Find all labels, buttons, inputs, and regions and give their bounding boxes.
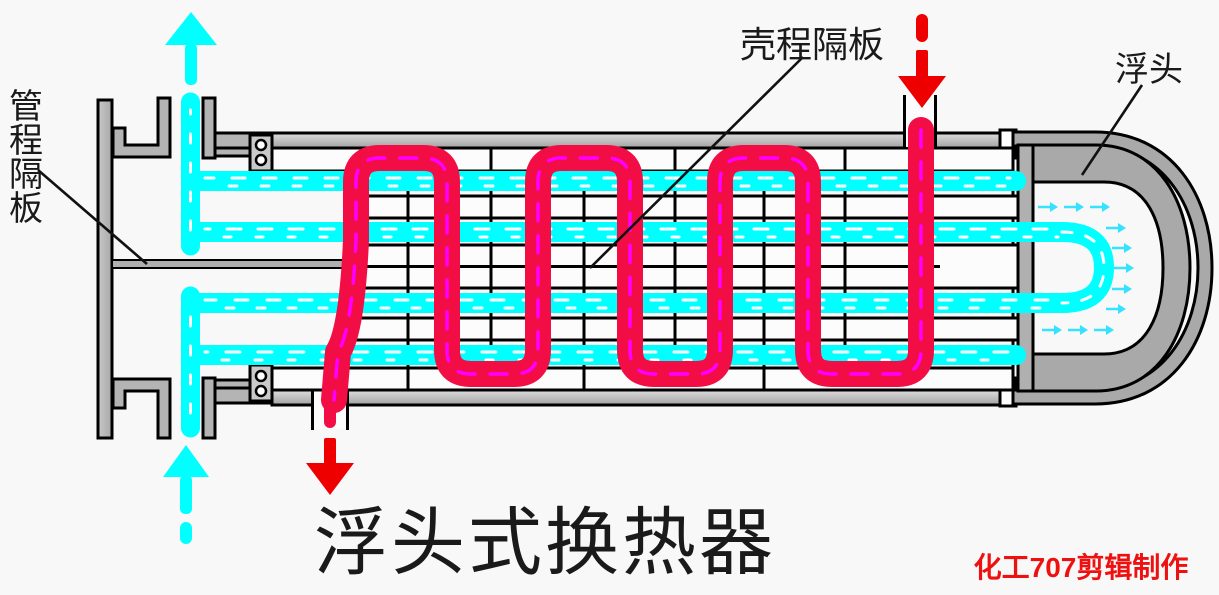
flow-arrow — [1090, 202, 1110, 212]
leader-tube-pass-partition — [37, 169, 148, 265]
flow-arrow — [1112, 284, 1132, 294]
shell-inlet-arrow-down-icon — [898, 14, 946, 108]
leader-lines — [37, 56, 1144, 269]
channel-bottom-nozzle-left-wall — [111, 377, 172, 440]
channel-top-nozzle-right-wall — [201, 96, 217, 160]
channel-top-nozzle-left-wall — [111, 96, 172, 159]
label-floating-head: 浮头 — [1115, 51, 1183, 89]
port-arrows — [163, 12, 946, 544]
label-shell-pass-baffle: 壳程隔板 — [740, 25, 884, 65]
bottom-bolted-flange — [248, 363, 274, 403]
tube-fluid-u-turn — [181, 222, 1115, 313]
bolt-icon — [254, 369, 268, 383]
bolt-icon — [254, 138, 268, 152]
flow-arrow — [1114, 263, 1134, 273]
shell-side-fluid — [321, 117, 934, 428]
tube-inlet-arrow-up-icon — [163, 445, 209, 544]
watermark-credit: 化工707剪辑制作 — [974, 551, 1189, 583]
flow-arrow — [1038, 202, 1058, 212]
flow-arrow — [1094, 325, 1114, 335]
diagram-title: 浮头式换热器 — [314, 503, 776, 585]
flow-arrow — [1068, 325, 1088, 335]
floating-head-cap — [1031, 143, 1192, 393]
diagram-text: 管程隔板 壳程隔板 浮头 浮头式换热器 化工707剪辑制作 — [4, 25, 1189, 585]
flow-arrow — [1042, 325, 1062, 335]
flow-arrow — [1064, 202, 1084, 212]
shell-fluid-flow-dashes — [332, 128, 923, 402]
top-bolted-flange — [248, 133, 274, 173]
shell-bottom-wall — [270, 388, 1015, 407]
leader-shell-pass-baffle — [589, 56, 804, 269]
bolt-icon — [254, 153, 268, 167]
floating-head-flow-arrows — [1038, 202, 1134, 335]
flow-arrow — [1106, 223, 1126, 233]
flow-arrow — [1106, 304, 1126, 314]
channel-cover-plate — [96, 98, 114, 440]
label-tube-pass-partition: 管程隔板 — [4, 88, 43, 224]
shell-outlet-arrow-down-icon — [306, 438, 354, 495]
leader-floating-head — [1080, 84, 1144, 176]
tube-outlet-arrow-up-icon — [165, 12, 217, 85]
tube-pass-partition-plate — [111, 259, 348, 269]
flow-arrow — [1112, 243, 1132, 253]
channel-bottom-nozzle-right-wall — [201, 376, 217, 440]
bolt-icon — [254, 384, 268, 398]
